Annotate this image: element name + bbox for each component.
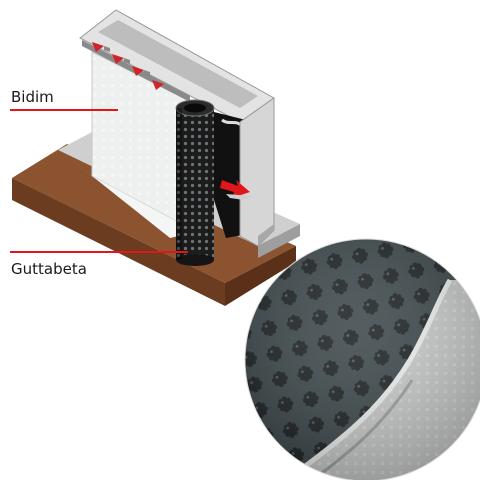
bidim-felt-sheet [72,51,197,238]
red-arrow-icon [220,180,252,200]
wall-end-face [239,97,275,247]
magnified-membrane-detail [245,239,480,481]
membrane-roll-icon [175,99,215,266]
guttabeta-label: Guttabeta [11,260,87,278]
bidim-label: Bidim [11,88,54,106]
fixing-nail-icon [92,42,170,90]
